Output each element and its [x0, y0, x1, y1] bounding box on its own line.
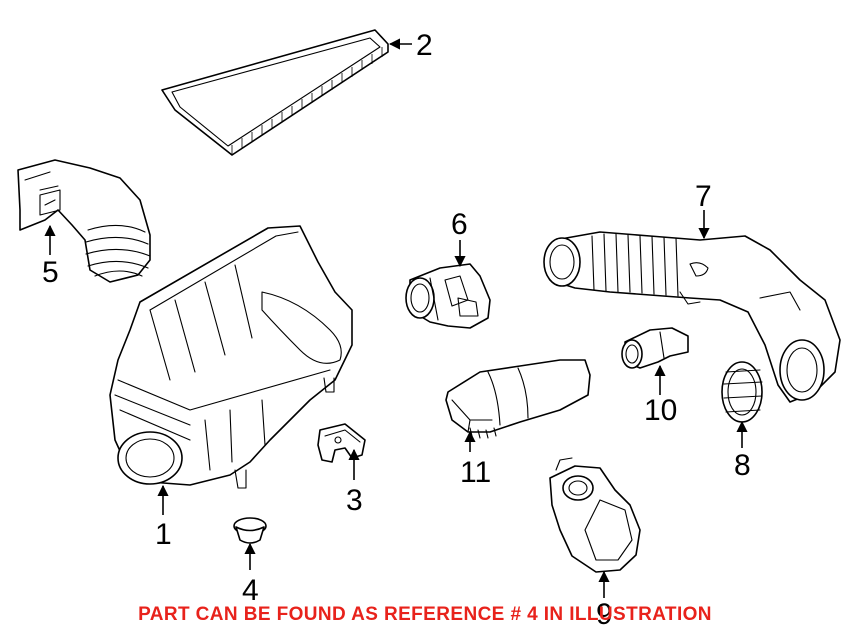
- callout-10: 10: [644, 394, 677, 427]
- callout-2: 2: [416, 29, 433, 62]
- reference-notice: PART CAN BE FOUND AS REFERENCE # 4 IN IL…: [138, 604, 712, 625]
- callout-8: 8: [734, 449, 751, 482]
- callout-11: 11: [460, 456, 491, 489]
- mass-air-flow-sensor: [405, 263, 491, 329]
- bracket: [317, 423, 366, 463]
- callout-5: 5: [42, 256, 59, 289]
- grommet: [233, 517, 267, 544]
- resonator: [445, 359, 591, 439]
- hose-clamp: [721, 361, 763, 423]
- callout-7: 7: [695, 180, 712, 213]
- callout-6: 6: [451, 208, 468, 241]
- air-filter-element: [161, 29, 389, 156]
- elbow-connector: [621, 327, 689, 369]
- intake-hose: [543, 231, 841, 403]
- callout-1: 1: [155, 518, 172, 551]
- air-cleaner-housing: [109, 225, 353, 489]
- callout-3: 3: [346, 484, 363, 517]
- throttle-body: [549, 457, 641, 573]
- callout-4: 4: [242, 574, 259, 607]
- intake-duct: [17, 159, 151, 283]
- callout-numbers: 2 5 1 3 4 6 7 8 9 10 11: [42, 29, 751, 631]
- leader-lines: [44, 38, 748, 598]
- callout-9: 9: [596, 598, 613, 631]
